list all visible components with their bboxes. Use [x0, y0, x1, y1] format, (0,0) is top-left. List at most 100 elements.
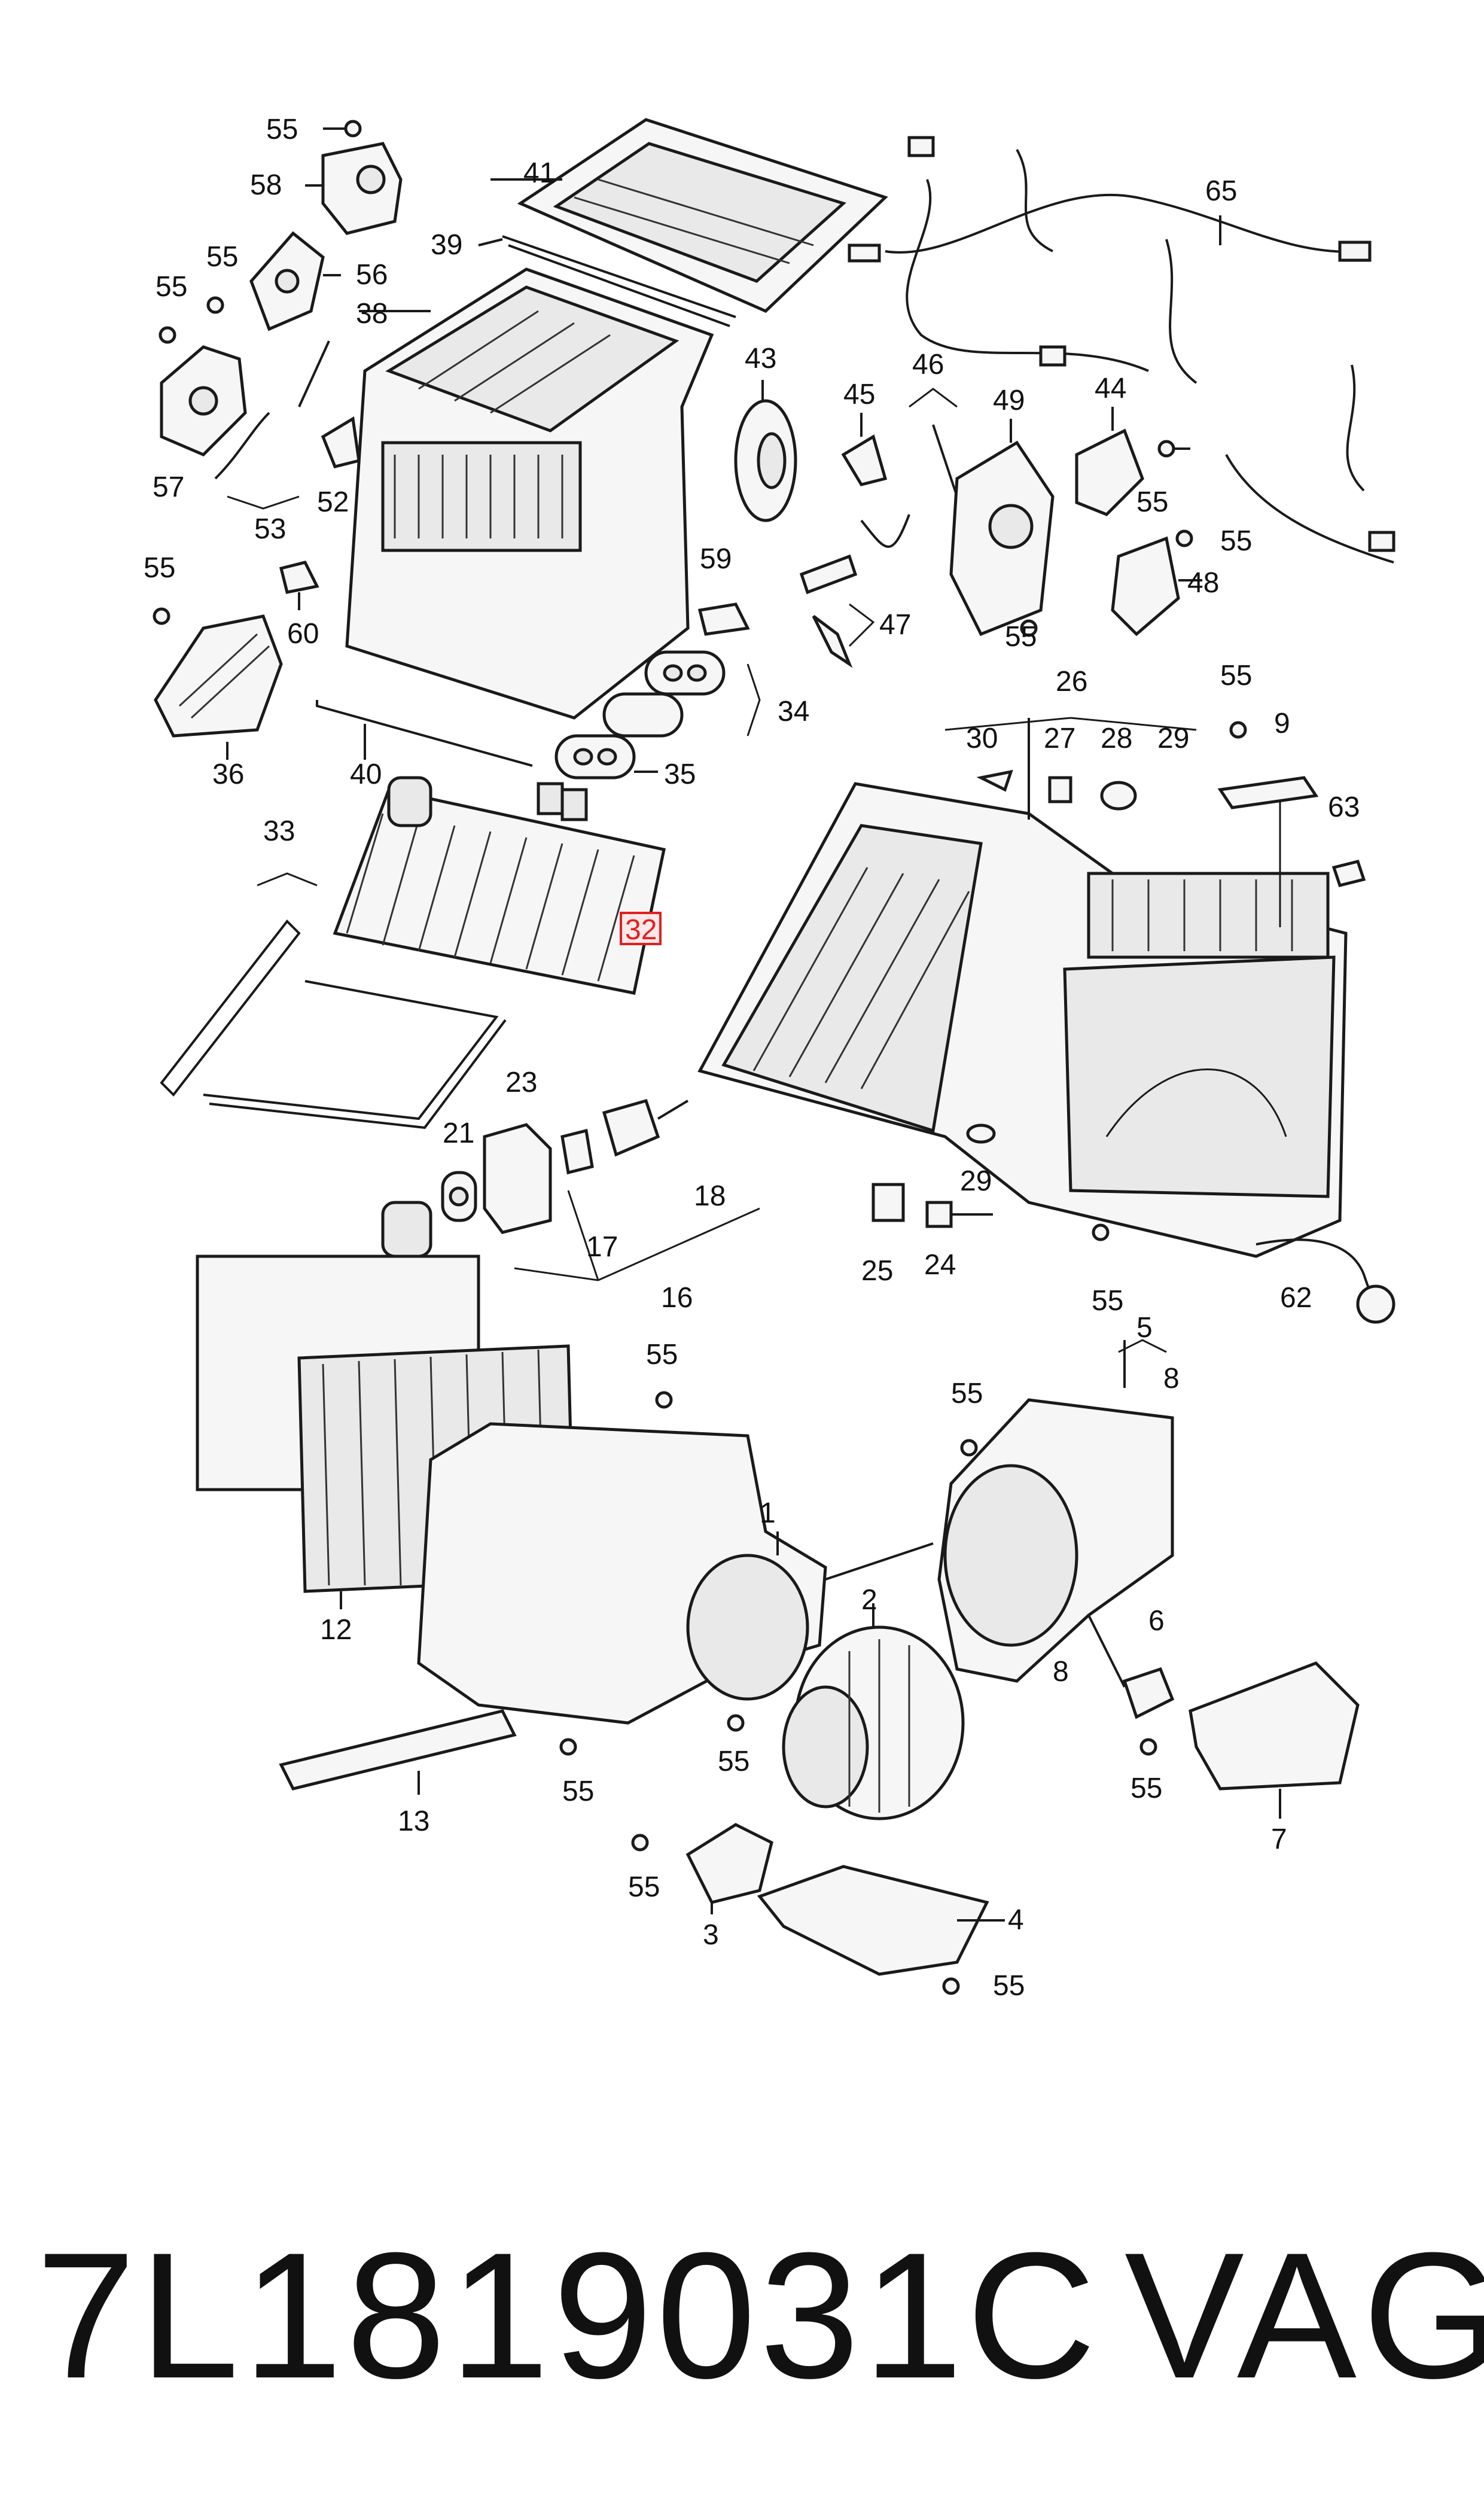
callout-55: 55 [266, 114, 298, 145]
callout-55: 55 [1220, 525, 1252, 557]
callout-58: 58 [250, 169, 282, 201]
callout-55: 55 [1005, 621, 1037, 653]
part-1-blower-housing [417, 1422, 934, 1725]
callout-8: 8 [1163, 1363, 1180, 1395]
highlight-box [620, 912, 662, 945]
part-62-hose [1256, 1238, 1395, 1324]
callout-23: 23 [505, 1067, 537, 1098]
callout-6: 6 [1148, 1605, 1165, 1637]
screw [153, 607, 170, 625]
part-number: 7L1819031C [36, 2215, 1100, 2416]
callout-55: 55 [206, 241, 238, 273]
part-56-motor [249, 231, 341, 331]
callout-55: 55 [1130, 1773, 1162, 1804]
screw [1157, 440, 1190, 458]
part-60-clip [279, 561, 319, 610]
exploded-parts-diagram: 55 58 41 65 39 55 56 38 55 43 46 45 49 4… [144, 114, 1395, 2002]
part-30-clip [976, 769, 1013, 792]
callout-41: 41 [523, 157, 555, 189]
callout-55: 55 [718, 1746, 749, 1777]
part-26-lower-housing [697, 717, 1348, 1258]
callout-55: 55 [951, 1378, 983, 1409]
callout-55: 55 [1092, 1285, 1123, 1317]
part-36-duct [154, 614, 283, 760]
callout-18: 18 [694, 1180, 726, 1212]
callout-25: 25 [861, 1255, 893, 1287]
callout-4: 4 [1008, 1904, 1024, 1936]
callout-55: 55 [562, 1776, 594, 1807]
callout-16: 16 [661, 1282, 693, 1314]
callout-36: 36 [212, 759, 244, 790]
callout-49: 49 [993, 385, 1025, 416]
callout-39: 39 [431, 229, 462, 261]
callout-32-highlighted: 32 [625, 914, 657, 946]
brand-label: VAG [1125, 2215, 1484, 2416]
callout-9: 9 [1274, 708, 1290, 739]
callout-13: 13 [398, 1805, 429, 1837]
callout-28: 28 [1101, 723, 1132, 754]
callout-55: 55 [993, 1970, 1025, 2002]
part-35-gasket [554, 734, 658, 780]
screw [159, 326, 176, 344]
screw [323, 120, 362, 138]
screw [1020, 619, 1038, 637]
callout-48: 48 [1187, 567, 1219, 599]
callout-63: 63 [1328, 791, 1360, 823]
part-65-wiring-harness [848, 136, 1395, 564]
callout-33: 33 [263, 815, 295, 847]
callout-43: 43 [745, 343, 776, 374]
part-47-link-set [799, 554, 875, 668]
screw [942, 1977, 960, 1995]
callout-55: 55 [628, 1871, 660, 1903]
part-13-strip [279, 1709, 517, 1795]
part-41-filter-frame [490, 118, 888, 313]
callout-65: 65 [1205, 175, 1237, 207]
part-44-actuator [1075, 407, 1144, 516]
part-2-blower-motor [782, 1603, 965, 1820]
callout-55: 55 [1220, 660, 1252, 692]
part-9-bracket [1217, 776, 1319, 927]
screw [206, 296, 224, 314]
part-45-lever [841, 413, 888, 486]
callout-53: 53 [254, 513, 286, 545]
part-24-sensor [925, 1201, 993, 1228]
callout-55: 55 [156, 271, 187, 303]
part-4-cover [757, 1865, 1005, 1976]
part-32-heat-exchanger [333, 776, 666, 995]
screw [727, 1714, 745, 1732]
part-21-gasket [441, 1171, 477, 1222]
part-59-clip [697, 602, 750, 636]
callout-3: 3 [703, 1919, 719, 1951]
callout-1: 1 [760, 1497, 776, 1529]
part-5-fan-housing [937, 1339, 1174, 1683]
callout-30: 30 [966, 723, 998, 754]
callout-45: 45 [843, 379, 875, 410]
callout-27: 27 [1044, 723, 1075, 754]
part-17-clip [560, 1128, 594, 1175]
callout-labels: 55 58 41 65 39 55 56 38 55 43 46 45 49 4… [144, 114, 1360, 2002]
callout-57: 57 [153, 471, 184, 503]
part-49-servo [949, 419, 1055, 637]
part-48-actuator [1111, 536, 1202, 637]
part-18-valve [602, 1098, 689, 1157]
callout-26: 26 [1056, 666, 1087, 698]
part-16-bracket-lines [514, 1190, 760, 1281]
part-52-lever [321, 416, 361, 468]
screw [559, 1738, 577, 1756]
callout-38: 38 [356, 298, 388, 330]
screw [1229, 721, 1247, 739]
callout-55: 55 [144, 552, 175, 584]
part-63-sensor [1331, 860, 1366, 887]
callout-56: 56 [356, 259, 388, 291]
callout-34: 34 [778, 696, 809, 727]
callout-29: 29 [960, 1165, 992, 1197]
callout-46: 46 [912, 349, 944, 380]
callout-2: 2 [861, 1584, 877, 1616]
callout-35: 35 [664, 759, 696, 790]
part-38-upper-housing [345, 267, 714, 720]
part-34-gaskets [602, 650, 761, 738]
callout-21: 21 [443, 1118, 474, 1149]
screw [960, 1439, 978, 1457]
callout-55: 55 [1136, 486, 1168, 518]
part-57-motor [160, 345, 247, 456]
